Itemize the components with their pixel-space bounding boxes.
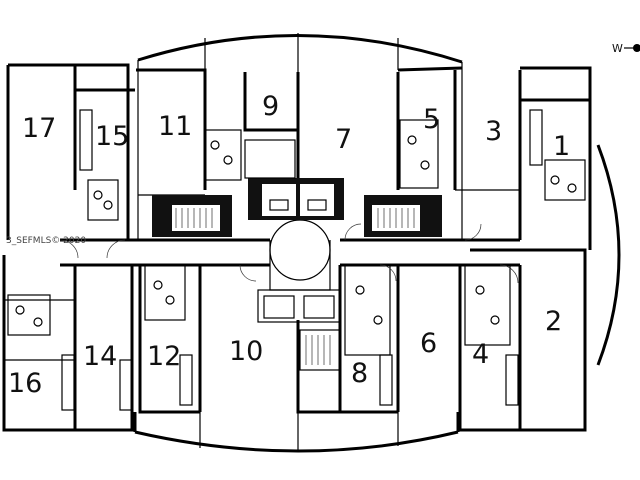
unit-label-15: 15 — [95, 121, 129, 152]
unit-label-12: 12 — [147, 341, 181, 372]
balconies — [61, 109, 543, 411]
unit-label-9: 9 — [262, 91, 279, 122]
unit-label-6: 6 — [420, 328, 437, 359]
compass: W — [612, 42, 640, 55]
unit-label-14: 14 — [83, 341, 117, 372]
unit-labels: 17 15 11 9 7 5 3 1 16 14 12 10 8 6 4 2 — [8, 91, 570, 399]
unit-label-2: 2 — [545, 306, 562, 337]
unit-label-16: 16 — [8, 368, 42, 399]
unit-label-4: 4 — [472, 339, 489, 370]
elevator-core-top — [152, 178, 442, 237]
door-swings — [59, 223, 519, 284]
unit-label-3: 3 — [485, 116, 502, 147]
unit-label-10: 10 — [229, 336, 263, 367]
building-outline — [2, 33, 621, 453]
unit-label-7: 7 — [335, 124, 352, 155]
watermark-text: 3_SEFMLS© 2020 — [6, 236, 86, 246]
unit-label-8: 8 — [351, 358, 368, 389]
compass-marker — [633, 44, 640, 52]
fixtures — [7, 119, 586, 356]
bottom-unit-walls — [4, 265, 522, 430]
unit-label-11: 11 — [158, 111, 192, 142]
compass-west-label: W — [612, 42, 623, 55]
unit-label-5: 5 — [423, 104, 440, 135]
unit-label-1: 1 — [553, 131, 570, 162]
unit-label-17: 17 — [22, 113, 56, 144]
